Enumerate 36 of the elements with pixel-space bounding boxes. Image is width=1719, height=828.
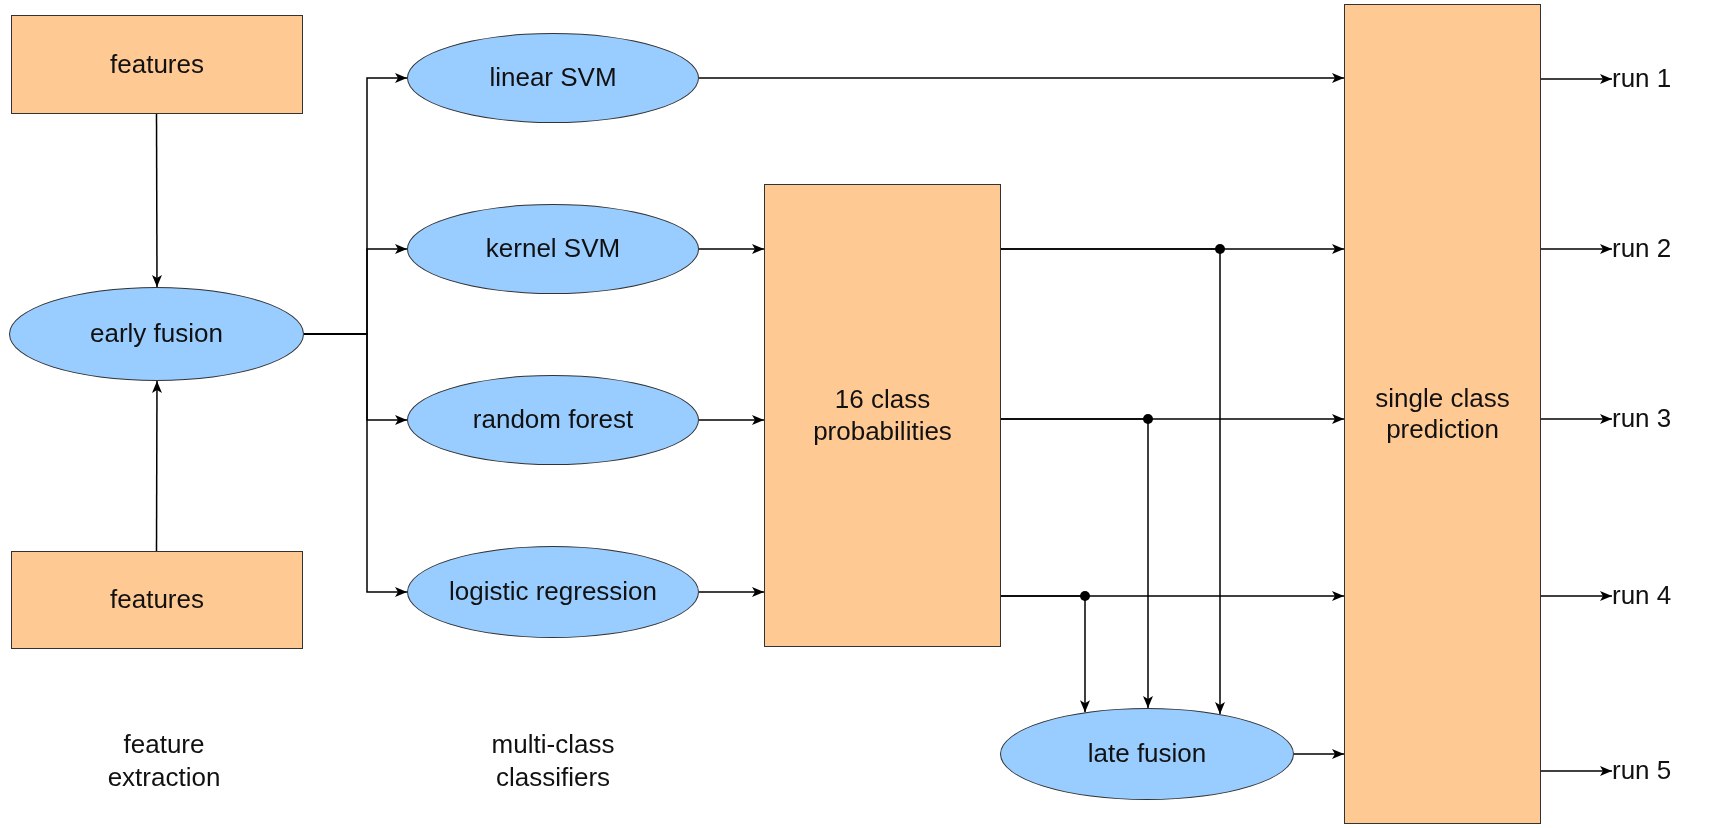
arrow: [698, 244, 765, 254]
node-label: early fusion: [89, 318, 224, 350]
process-box: [764, 184, 1001, 647]
arrow: [698, 587, 765, 597]
stage-caption: multi-class classifiers: [490, 728, 616, 793]
stage-caption: feature extraction: [106, 728, 222, 793]
arrow: [1540, 244, 1613, 254]
arrow: [1540, 74, 1613, 84]
output-label: run 5: [1612, 755, 1672, 787]
arrow: [698, 73, 1345, 83]
arrow: [1540, 766, 1613, 776]
process-box: [11, 15, 303, 114]
node-label: features: [109, 48, 205, 81]
node-label: late fusion: [1086, 738, 1208, 770]
output-label: run 2: [1612, 233, 1672, 265]
node-label: random forest: [471, 404, 635, 436]
arrow: [1293, 749, 1345, 759]
node-label: single class prediction: [1374, 382, 1511, 446]
node-label: kernel SVM: [484, 233, 622, 265]
output-label: run 3: [1612, 403, 1672, 435]
arrow: [1000, 595, 1090, 714]
arrow: [151, 113, 162, 288]
output-label: run 1: [1612, 63, 1672, 95]
arrow: [1000, 418, 1153, 709]
node-label: 16 class probabilities: [812, 384, 953, 447]
arrow: [698, 415, 765, 425]
arrow: [1540, 591, 1613, 601]
arrow: [1000, 248, 1225, 715]
node-label: features: [109, 584, 205, 616]
arrow: [1540, 414, 1613, 424]
output-label: run 4: [1612, 580, 1672, 612]
arrow: [151, 380, 162, 552]
node-label: logistic regression: [447, 576, 659, 608]
node-label: linear SVM: [488, 62, 618, 94]
process-box: [11, 551, 303, 649]
process-box: [1344, 4, 1541, 824]
